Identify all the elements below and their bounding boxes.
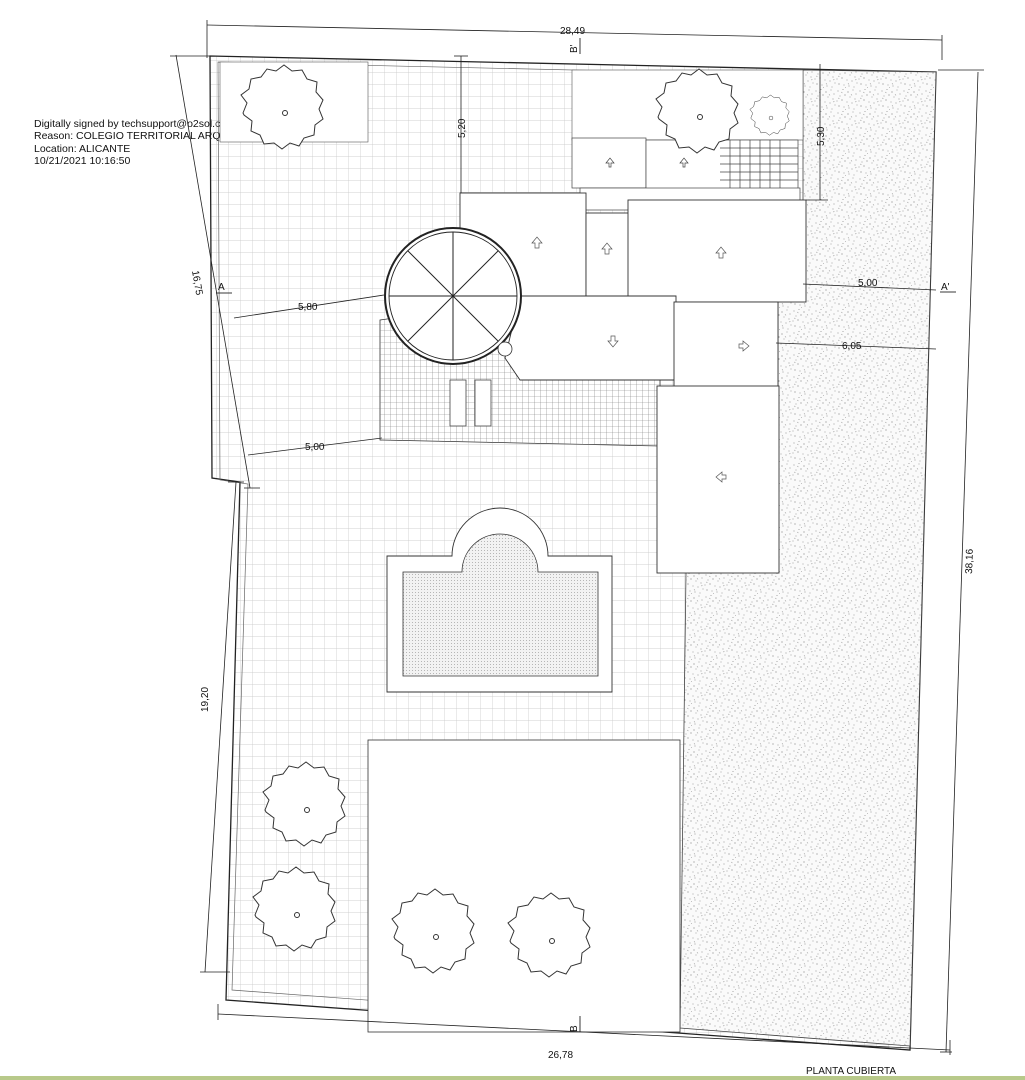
signature-location: Location: ALICANTE bbox=[34, 142, 131, 155]
lawn-area bbox=[367, 739, 681, 1033]
roof-4 bbox=[504, 295, 677, 381]
section-markers bbox=[216, 38, 956, 1032]
dim-north-setback: 5,20 bbox=[457, 118, 468, 138]
dim-east-setback-upper: 5,00 bbox=[858, 278, 878, 289]
dim-northeast-setback: 5,30 bbox=[816, 126, 827, 146]
section-a-left: A bbox=[218, 282, 225, 293]
exterior-steps bbox=[571, 137, 801, 211]
dim-pergola-setback: 5,80 bbox=[298, 302, 318, 313]
tree bbox=[252, 866, 336, 952]
dim-terrace-setback: 5,00 bbox=[305, 442, 325, 453]
trees bbox=[240, 64, 790, 978]
section-b-bottom: B bbox=[569, 1025, 580, 1032]
roof-slope-arrows bbox=[531, 236, 750, 483]
tree bbox=[391, 888, 475, 974]
tree bbox=[749, 94, 790, 136]
circular-pergola bbox=[384, 227, 522, 365]
dim-left-lower: 19,20 bbox=[200, 687, 211, 712]
dim-right-height: 38,16 bbox=[964, 548, 976, 574]
section-a-right: A' bbox=[941, 282, 950, 293]
swimming-pool bbox=[386, 507, 613, 693]
tree bbox=[507, 892, 591, 978]
section-b-top: B' bbox=[569, 44, 580, 53]
dim-bottom-width: 26,78 bbox=[548, 1050, 573, 1061]
sun-loungers bbox=[449, 379, 492, 427]
tree bbox=[262, 761, 346, 847]
tree bbox=[240, 64, 324, 150]
footer-strip bbox=[0, 1076, 1025, 1080]
dim-east-setback-lower: 6,05 bbox=[842, 341, 862, 352]
dim-left-upper: 16,75 bbox=[189, 270, 204, 297]
signature-date: 10/21/2021 10:16:50 bbox=[34, 155, 131, 168]
dim-top-width: 28,49 bbox=[560, 26, 585, 37]
roof-6 bbox=[656, 385, 780, 574]
roof-5 bbox=[673, 301, 779, 389]
roof-2 bbox=[585, 212, 635, 298]
dimension-lines bbox=[170, 20, 984, 1055]
drawing-title: PLANTA CUBIERTA bbox=[806, 1066, 896, 1077]
roof-3 bbox=[627, 199, 807, 303]
tree bbox=[655, 68, 739, 154]
signature-signer: Digitally signed by techsupport@o2sol.co… bbox=[34, 118, 235, 130]
